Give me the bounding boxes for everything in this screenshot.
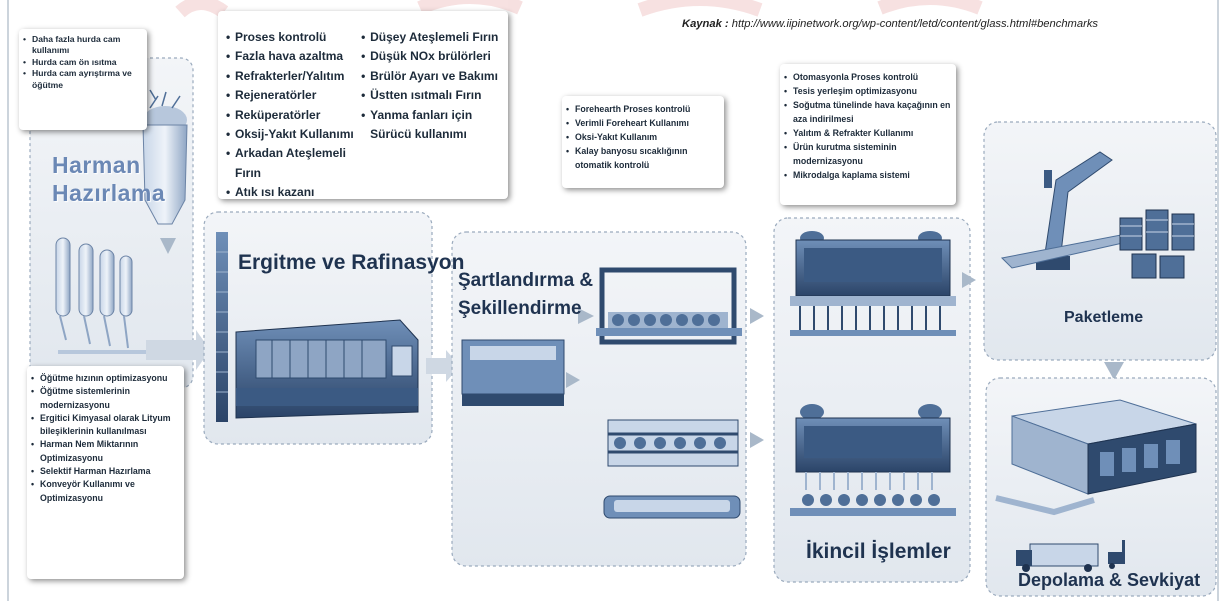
callout-item: Hurda cam ön ısıtma	[23, 57, 143, 69]
callout-item: Arkadan Ateşlemeli Fırın	[226, 144, 361, 183]
depolama-panel	[985, 377, 1217, 597]
callout-list-col2: Düşey Ateşlemeli FırınDüşük NOx brülörle…	[361, 28, 502, 203]
callout-item: Verimli Foreheart Kullanımı	[566, 116, 720, 130]
callout-item: Kalay banyosu sıcaklığının otomatik kont…	[566, 144, 720, 172]
callout-sartlandirma: Forehearth Proses kontrolüVerimli Forehe…	[562, 96, 724, 188]
callout-item: Forehearth Proses kontrolü	[566, 102, 720, 116]
source-citation: Kaynak : http://www.iipinetwork.org/wp-c…	[682, 18, 1098, 30]
callout-item: Öğütme hızının optimizasyonu	[31, 372, 180, 386]
callout-item: Oksi-Yakıt Kullanım	[566, 130, 720, 144]
callout-item: Sürücü kullanımı	[370, 127, 467, 142]
callout-item: Ergitici Kimyasal olarak Lityum bileşikl…	[31, 412, 180, 439]
stage-label-depolama: Depolama & Sevkiyat	[1018, 570, 1201, 590]
callout-item: Fazla hava azaltma	[226, 47, 361, 67]
callout-item: Üstten ısıtmalı Fırın	[361, 86, 502, 106]
callout-item: Tesis yerleşim optimizasyonu	[784, 84, 952, 98]
source-url: http://www.iipinetwork.org/wp-content/le…	[731, 18, 1099, 30]
stage-label-ergitme: Ergitme ve Rafinasyon	[238, 251, 465, 274]
sart-panel	[451, 231, 764, 567]
ikincil-panel	[773, 217, 971, 583]
paketleme-panel	[983, 121, 1217, 361]
callout-item: Proses kontrolü	[226, 28, 361, 48]
callout-list: Otomasyonla Proses kontrolüTesis yerleşi…	[784, 70, 952, 182]
stage-label-paketleme: Paketleme	[1064, 309, 1144, 326]
callout-ikincil: Otomasyonla Proses kontrolüTesis yerleşi…	[780, 64, 956, 205]
callout-item: Hurda cam ayrıştırma ve öğütme	[23, 68, 143, 91]
callout-list: Forehearth Proses kontrolüVerimli Forehe…	[566, 102, 720, 172]
callout-item: Ürün kurutma sisteminin modernizasyonu	[784, 140, 952, 168]
callout-item: Refrakterler/Yalıtım	[226, 67, 361, 87]
callout-ergitme: Proses kontrolüFazla hava azaltmaRefrakt…	[218, 11, 508, 203]
callout-item: Atık ısı kazanı	[226, 183, 361, 203]
callout-item: Otomasyonla Proses kontrolü	[784, 70, 952, 84]
harman-panel	[29, 57, 194, 389]
callout-item: Oksij-Yakıt Kullanımı	[226, 125, 361, 145]
callout-item: Düşey Ateşlemeli Fırın	[361, 28, 502, 48]
callout-item: Öğütme sistemlerinin modernizasyonu	[31, 385, 180, 412]
source-label: Kaynak :	[682, 18, 729, 30]
stage-label-harman: Harman Hazırlama	[52, 152, 166, 206]
ergitme-panel	[203, 211, 433, 445]
callout-item: Yanma fanları için	[361, 106, 502, 126]
stage-label-ikincil: İkincil İşlemler	[806, 540, 951, 563]
callout-item: Brülör Ayarı ve Bakımı	[361, 67, 502, 87]
callout-item: Mikrodalga kaplama sistemi	[784, 168, 952, 182]
callout-item: Yalıtım & Refrakter Kullanımı	[784, 126, 952, 140]
callout-item: Selektif Harman Hazırlama	[31, 465, 180, 479]
callout-ogutme: Öğütme hızının optimizasyonuÖğütme siste…	[27, 366, 184, 579]
callout-item: Düşük NOx brülörleri	[361, 47, 502, 67]
callout-item: Harman Nem Miktarının Optimizasyonu	[31, 438, 180, 465]
watermark-graphic	[175, 0, 983, 18]
callout-list: Daha fazla hurda cam kullanımıHurda cam …	[23, 34, 143, 91]
stage-label-sartlandirma: Şartlandırma & Şekillendirme	[458, 270, 594, 319]
callout-item: Rejeneratörler	[226, 86, 361, 106]
callout-harman: Daha fazla hurda cam kullanımıHurda cam …	[19, 29, 147, 130]
callout-list-col1: Proses kontrolüFazla hava azaltmaRefrakt…	[226, 28, 361, 203]
callout-item: Daha fazla hurda cam kullanımı	[23, 34, 143, 57]
callout-item: Konveyör Kullanımı ve Optimizasyonu	[31, 478, 180, 505]
callout-item: Reküperatörler	[226, 106, 361, 126]
callout-list: Öğütme hızının optimizasyonuÖğütme siste…	[31, 372, 180, 505]
callout-item: Soğutma tünelinde hava kaçağının en aza …	[784, 98, 952, 126]
